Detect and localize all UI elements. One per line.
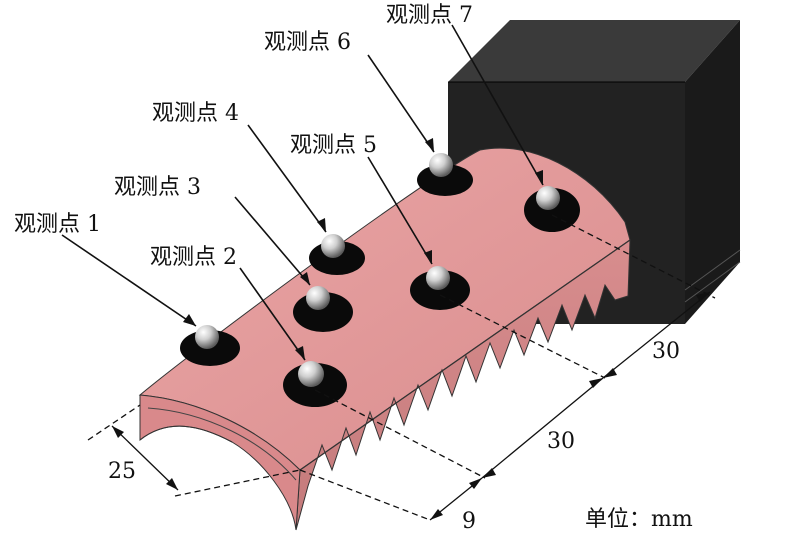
label-point-7: 观测点 7: [386, 3, 473, 28]
label-point-1: 观测点 1: [14, 212, 101, 237]
unit-label: 单位：mm: [585, 507, 693, 532]
dim-9: 9: [462, 509, 476, 534]
dimension-lines: [87, 214, 716, 521]
marker-3: [293, 286, 353, 332]
leader-lines: [61, 24, 544, 361]
marker-6: [417, 153, 473, 196]
label-point-4: 观测点 4: [152, 101, 239, 126]
label-point-6: 观测点 6: [264, 30, 351, 55]
label-point-2: 观测点 2: [150, 245, 237, 270]
marker-7: [524, 186, 580, 232]
marker-2: [283, 361, 347, 407]
label-point-3: 观测点 3: [114, 175, 201, 200]
dim-25: 25: [108, 459, 136, 484]
dim-30-lower: 30: [547, 429, 575, 454]
markers: [180, 153, 580, 407]
label-point-5: 观测点 5: [290, 133, 377, 158]
marker-4: [309, 234, 365, 275]
dimension-arrows: [112, 292, 710, 520]
arrow-heads: [183, 138, 543, 360]
dim-30-upper: 30: [652, 339, 680, 364]
model-body: [138, 147, 631, 531]
marker-1: [180, 325, 240, 366]
marker-5: [410, 266, 470, 310]
